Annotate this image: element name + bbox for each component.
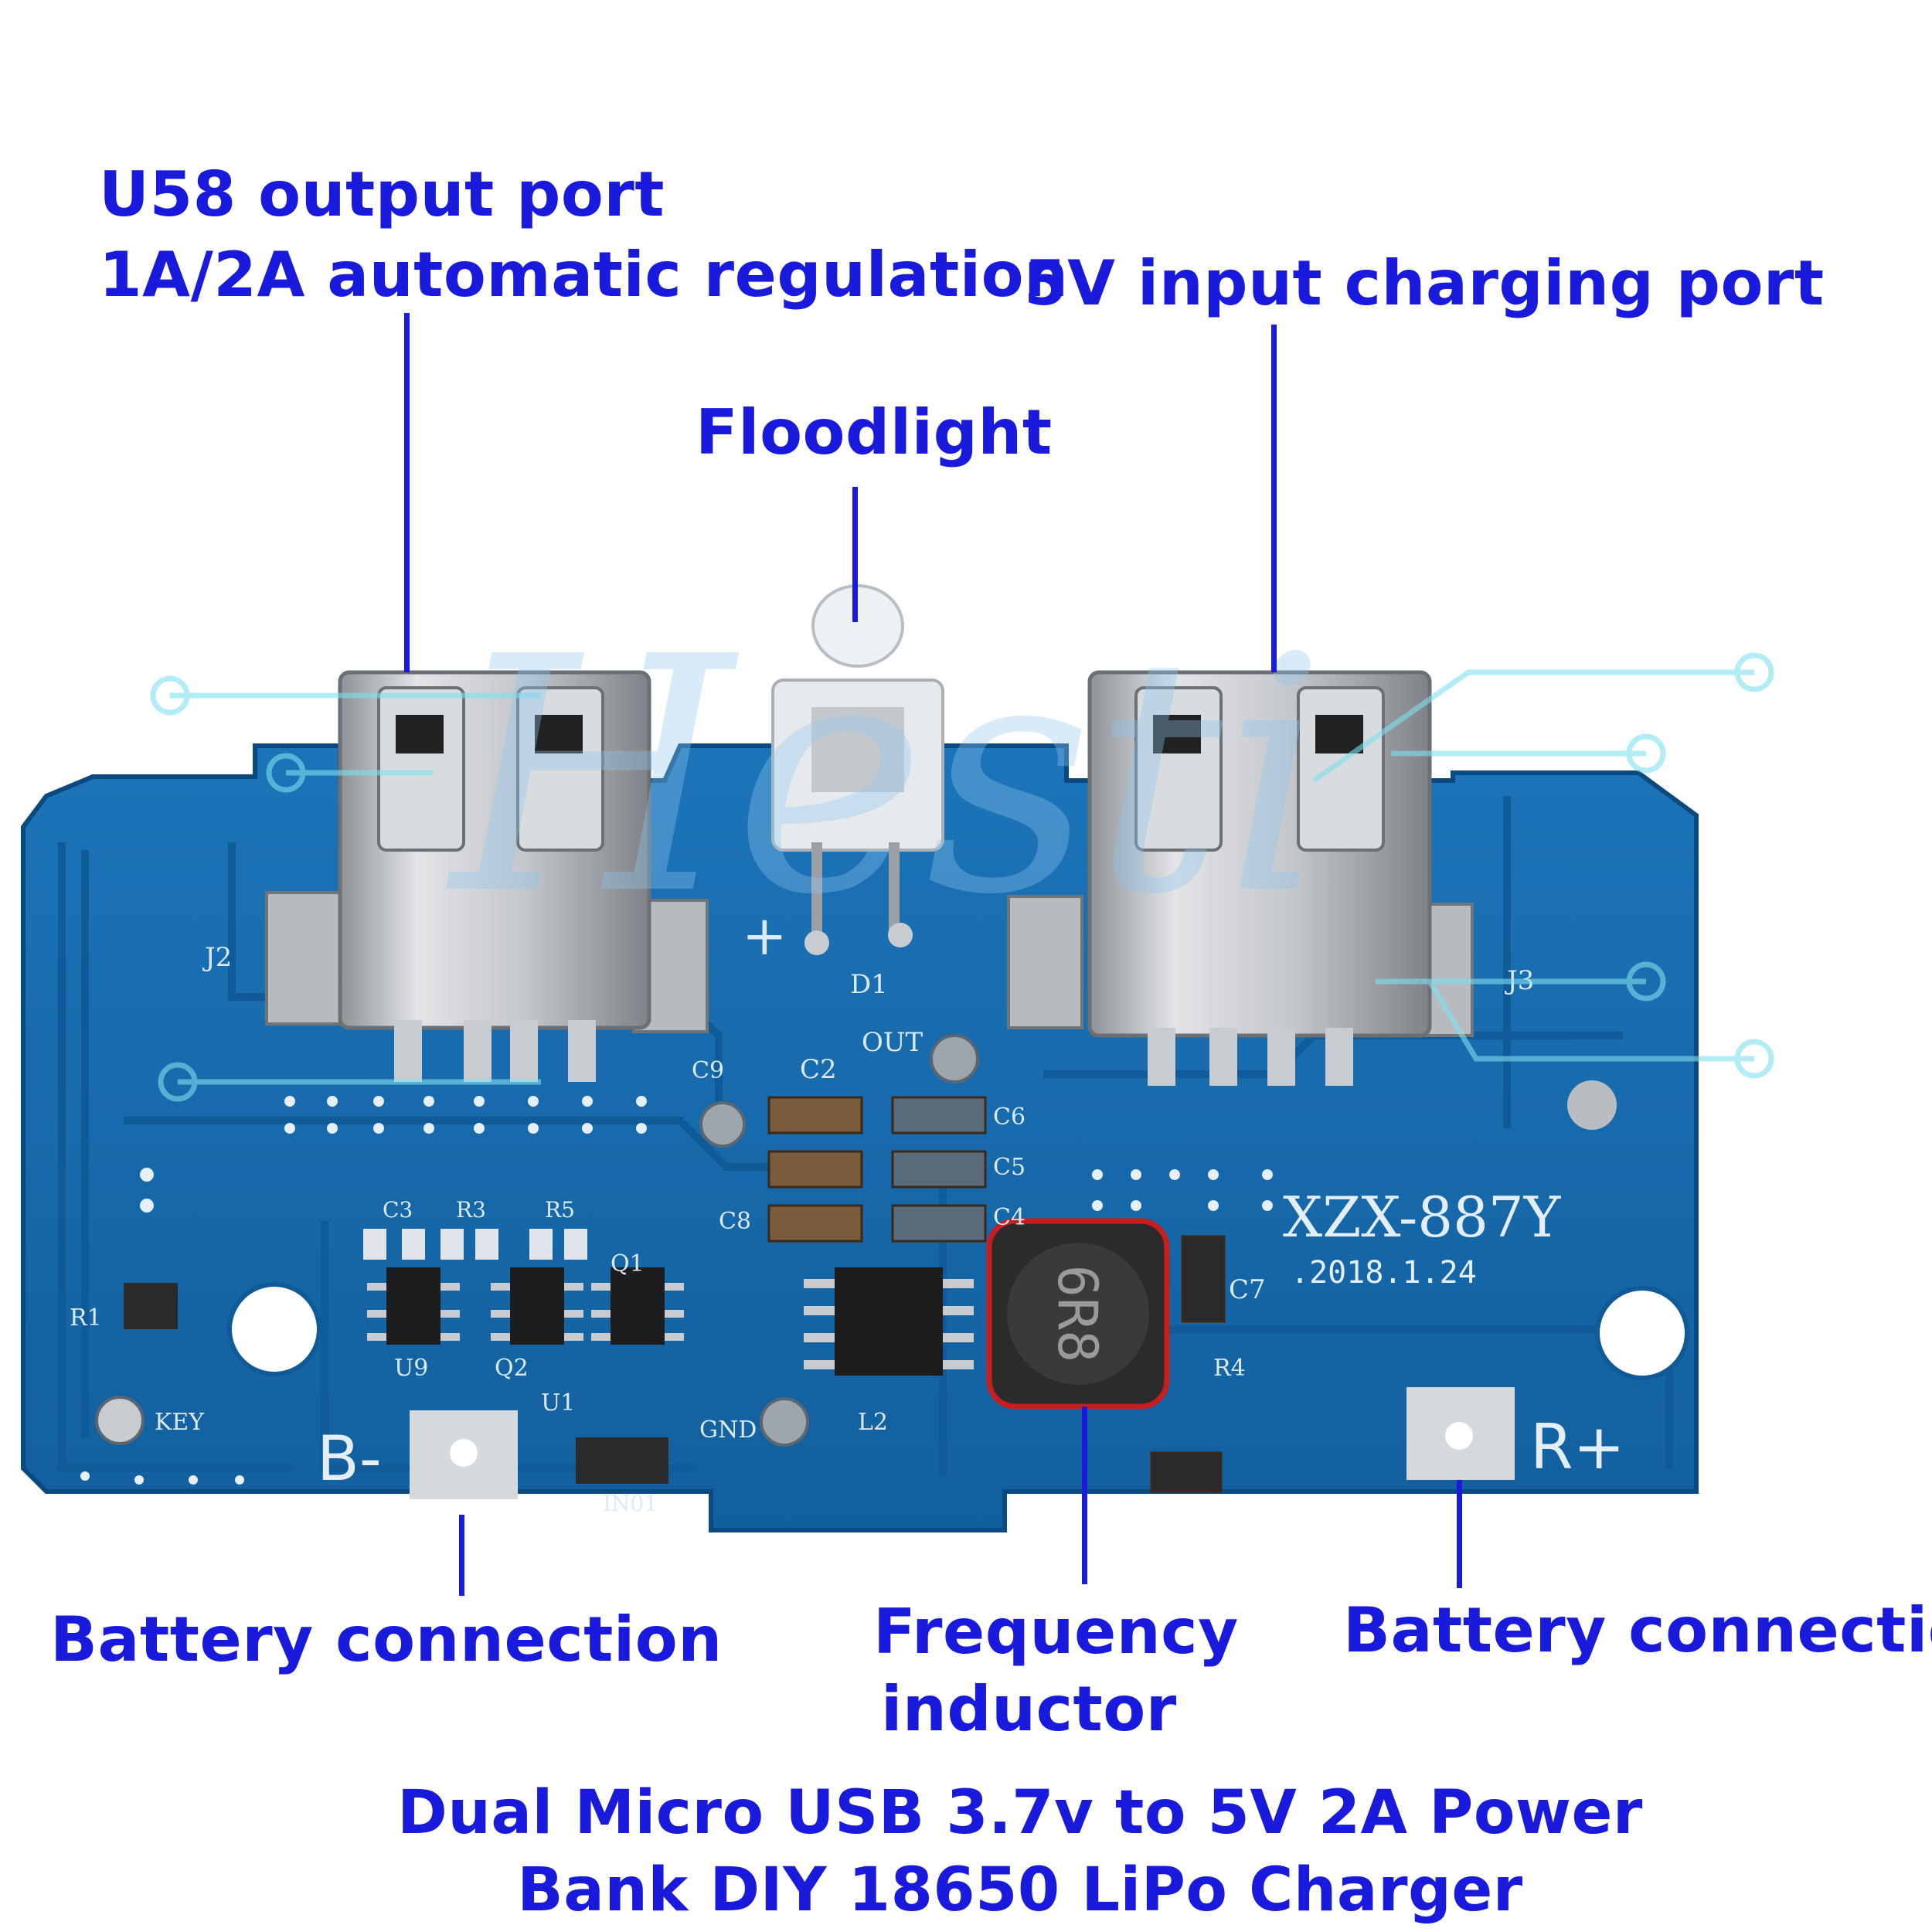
silk-l2: L2 [858, 1409, 888, 1436]
leader-battery-left [459, 1515, 464, 1596]
label-output-port-line2: 1A/2A automatic regulation [99, 239, 1069, 311]
test-pad [1567, 1080, 1617, 1130]
key-pad [95, 1396, 145, 1445]
watermark: Hesti [446, 588, 1327, 966]
mount-hole-left [227, 1282, 321, 1376]
silk-plus: + [742, 904, 787, 968]
silk-u9: U9 [394, 1355, 428, 1382]
silk-q1: Q1 [611, 1250, 645, 1277]
silk-c2: C2 [800, 1054, 837, 1085]
pad-b-minus-label: B- [317, 1423, 382, 1495]
board-date: .2018.1.24 [1291, 1255, 1477, 1291]
caption-line1: Dual Micro USB 3.7v to 5V 2A Power [397, 1778, 1643, 1848]
board-model: XZX-887Y [1283, 1185, 1562, 1250]
silk-r1: R1 [70, 1304, 102, 1332]
via-dots [80, 1096, 1273, 1485]
label-input-port: 5V input charging port [1024, 247, 1825, 319]
silk-c6: C6 [993, 1104, 1026, 1131]
silk-c4: C4 [993, 1204, 1026, 1231]
silk-q2: Q2 [495, 1355, 529, 1382]
silk-c8: C8 [719, 1208, 751, 1235]
label-inductor-line1: Frequency [873, 1596, 1239, 1668]
silk-c7: C7 [1229, 1274, 1266, 1305]
ic-pins [367, 1279, 974, 1369]
floodlight-led [771, 584, 944, 955]
label-output-port-line1: U58 output port [99, 158, 665, 230]
smd-components [767, 1096, 1226, 1493]
silk-c9: C9 [692, 1057, 724, 1084]
frequency-inductor: 6R8 [986, 1218, 1170, 1410]
silk-r5: R5 [545, 1197, 575, 1223]
mount-hole-right [1595, 1286, 1689, 1380]
caption-line2: Bank DIY 18650 LiPo Charger [517, 1855, 1523, 1925]
usb-port-left [265, 670, 709, 1082]
leader-floodlight [852, 487, 858, 622]
silk-u1: U1 [541, 1389, 575, 1417]
silk-c5: C5 [993, 1154, 1026, 1181]
label-inductor-line2: inductor [881, 1673, 1177, 1745]
usb-port-right [1007, 670, 1474, 1086]
label-battery-left: Battery connection [50, 1604, 723, 1675]
silk-key: KEY [155, 1409, 205, 1436]
silk-c3: C3 [383, 1197, 413, 1223]
leader-output-port [404, 313, 410, 672]
silk-d1: D1 [850, 969, 888, 1000]
test-points [699, 1034, 979, 1447]
silkscreen: J2 J3 D1 + OUT C2 C6 C5 C4 C8 C7 R3 R5 R… [70, 904, 1534, 1516]
svg-text:6R8: 6R8 [1046, 1265, 1109, 1362]
silk-r4: R4 [1213, 1355, 1246, 1382]
silk-j2: J2 [202, 942, 232, 973]
silk-out: OUT [862, 1027, 923, 1058]
label-battery-right: Battery connection [1343, 1594, 1932, 1666]
ic-chips [124, 1267, 943, 1484]
resistor-pads [363, 1229, 587, 1260]
leader-battery-right [1457, 1480, 1462, 1588]
silk-in01: IN01 [603, 1491, 658, 1516]
silk-r3: R3 [456, 1197, 486, 1223]
label-floodlight: Floodlight [696, 396, 1053, 468]
leader-inductor [1082, 1406, 1087, 1584]
pad-r-plus-label: R+ [1530, 1411, 1625, 1483]
silk-gnd: GND [699, 1417, 757, 1444]
circuit-overlay [150, 652, 1774, 1102]
leader-input-port [1271, 325, 1277, 672]
